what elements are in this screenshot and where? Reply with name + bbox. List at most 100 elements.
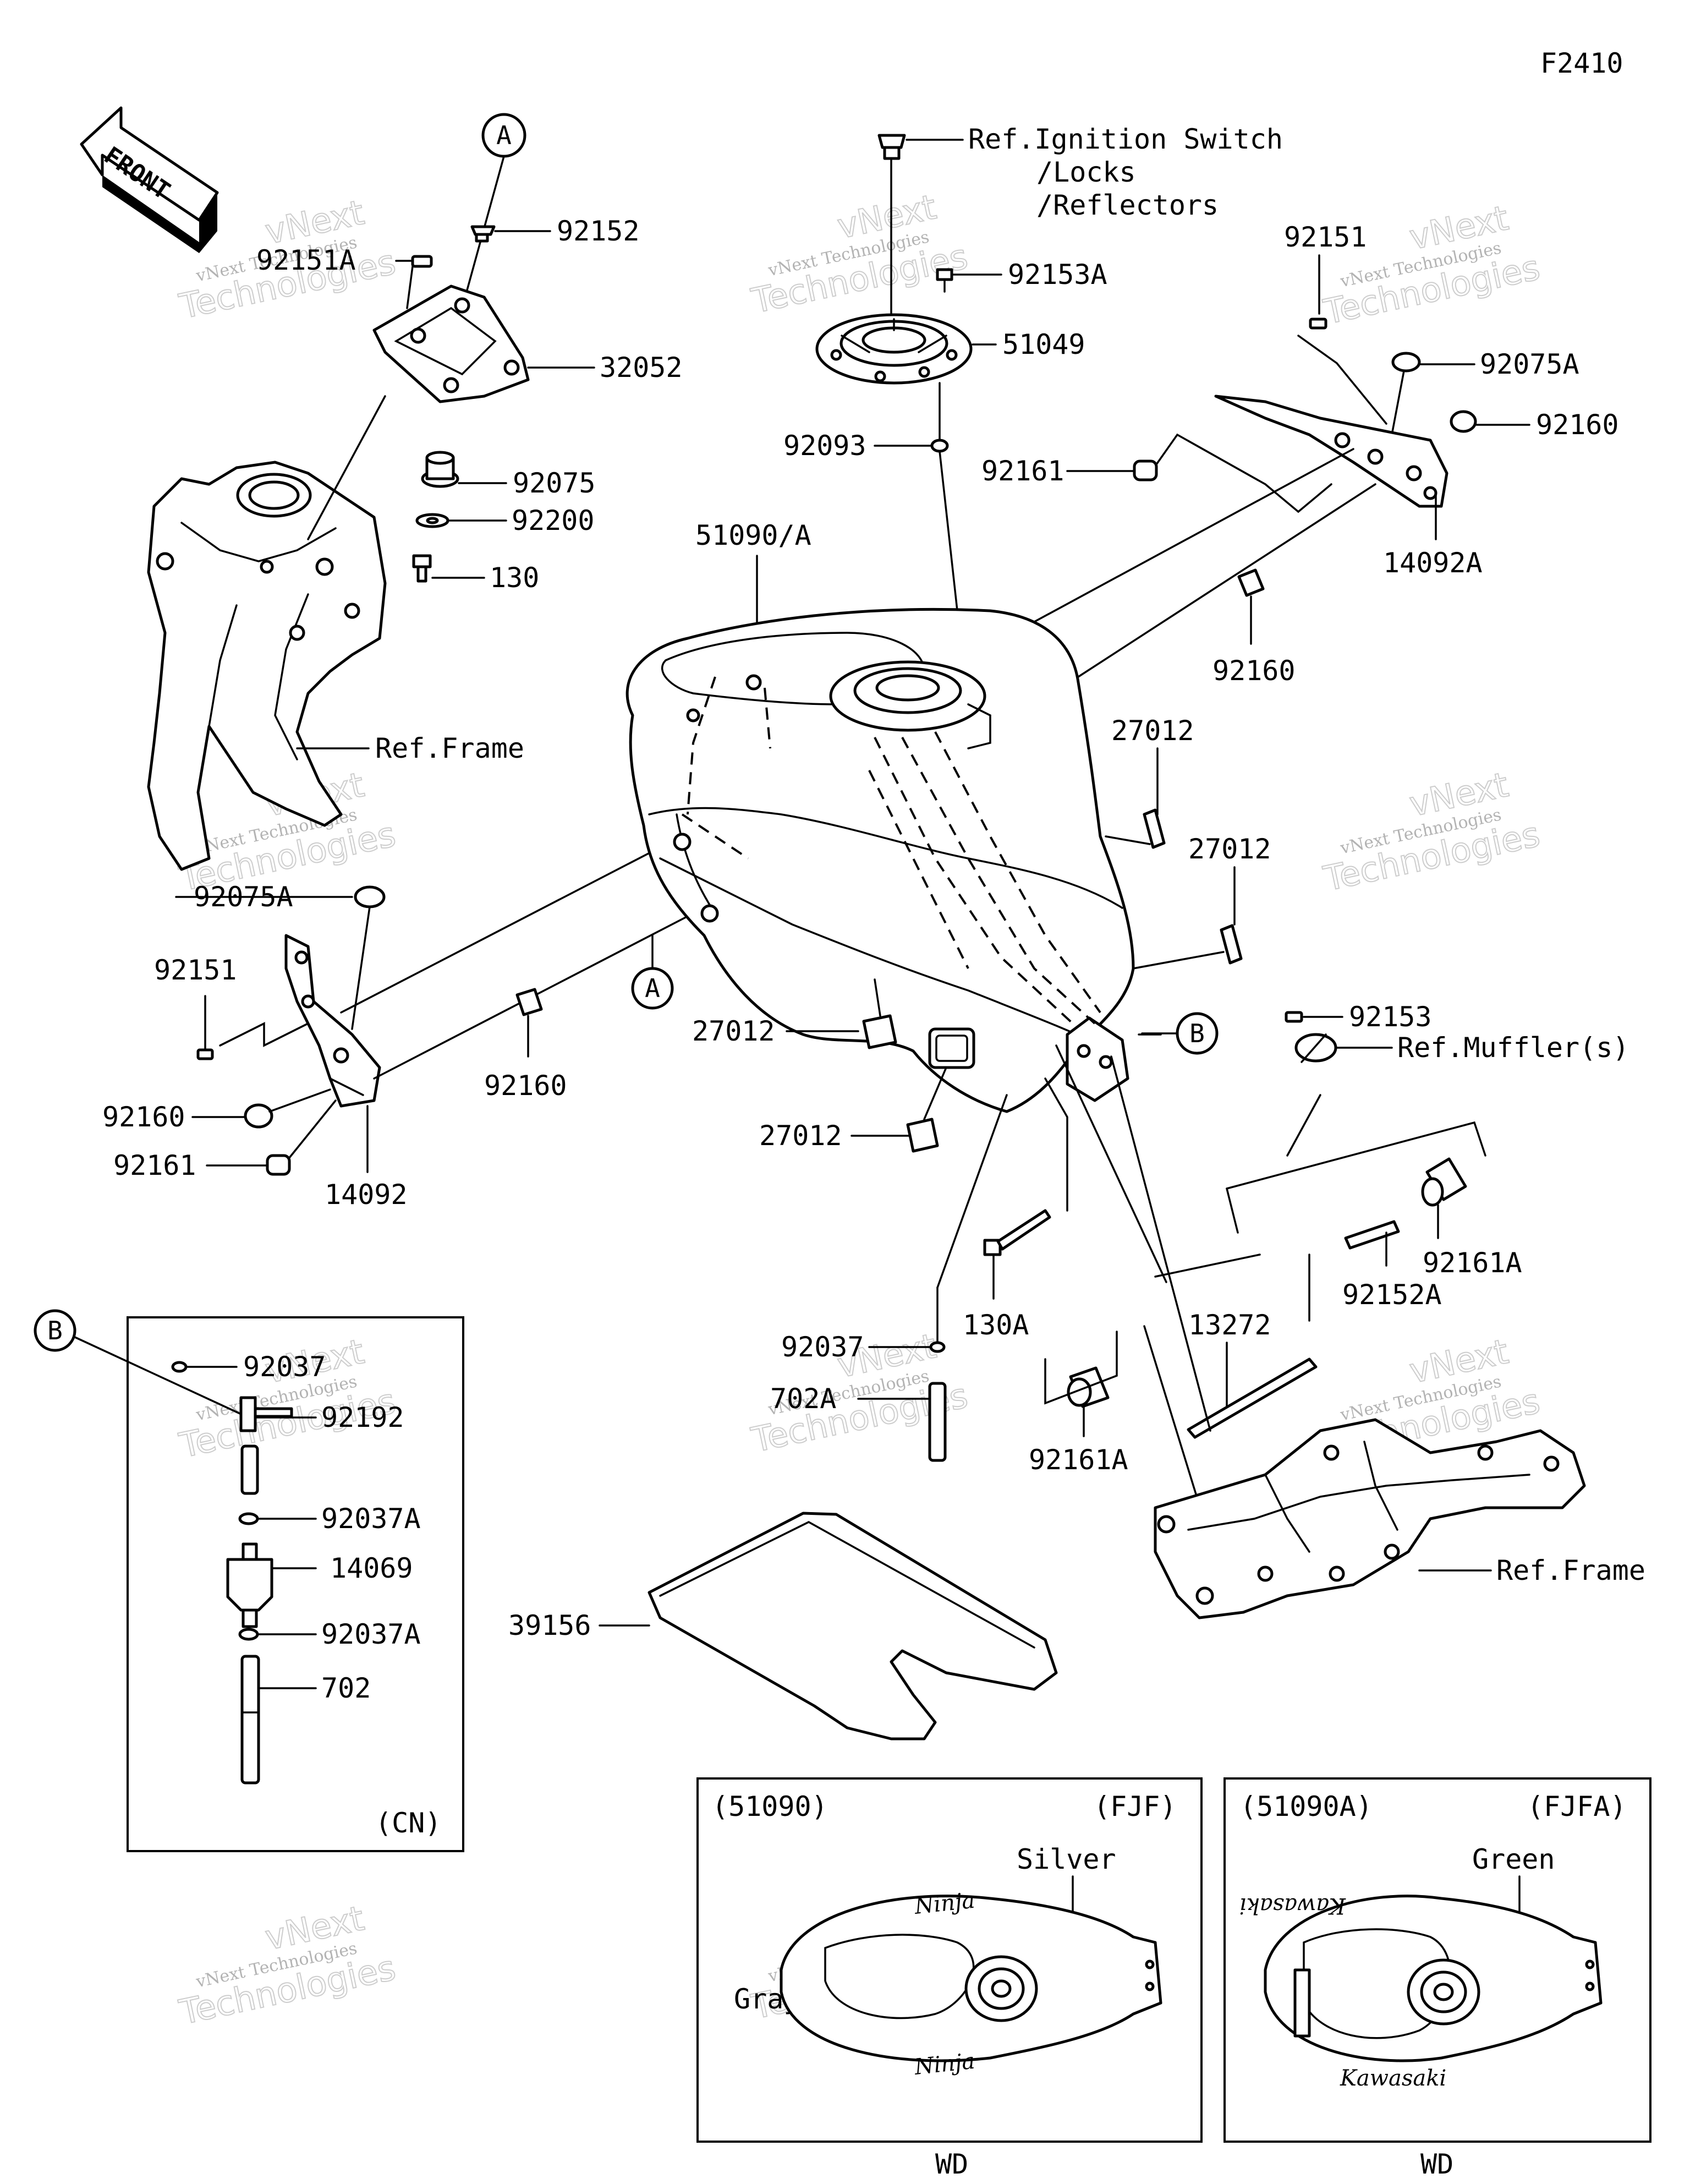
joint-92192 [239,1396,293,1432]
damper-92161A-a [1421,1157,1467,1207]
grommet-92160-left [244,1103,273,1129]
ref-ignition-switch: Ref.Ignition Switch [968,123,1283,155]
hose-702 [240,1655,260,1785]
color-panel-51090: (51090) (FJF) Silver Gray Ninja Ninja WD [696,1777,1203,2180]
grommet-92160-mid [515,988,543,1016]
callout-letter: B [1189,1019,1205,1048]
screw-92151A [406,255,433,309]
grommet-92075 [421,451,459,488]
screw-92153A [936,268,953,293]
part-label-27012-b: 27012 [1188,833,1271,865]
part-label-92161-right: 92161 [981,455,1065,487]
pad-39156 [648,1512,1058,1740]
screw-92151-right [1309,318,1327,330]
washer-92200 [415,513,449,528]
part-label-130A: 130A [963,1309,1029,1341]
damper-27012-d [906,1118,939,1153]
part-label-92160-right-low: 92160 [1212,655,1296,687]
part-label-92153: 92153 [1349,1001,1432,1033]
hose-702A [928,1382,947,1462]
part-label-92075A-right: 92075A [1480,348,1579,380]
part-label-702A: 702A [770,1383,836,1415]
part-label-702: 702 [321,1672,371,1704]
callout-a-bottom: A [631,934,674,1010]
grommet-92160-right-top [1450,410,1477,433]
callout-b-cn: B [34,1309,254,1421]
grommet-92161-left [266,1154,291,1176]
fuel-tank-51090 [625,607,1162,1113]
bolt-130 [412,554,432,583]
color-panel-51090A: (51090A) (FJFA) Green Kawasaki Kawasaki … [1223,1777,1651,2180]
part-label-92161-left: 92161 [113,1150,196,1181]
part-label-92161A-b: 92161A [1029,1444,1128,1476]
panel-color-code: (FJF) [1094,1791,1177,1822]
part-label-27012-a: 27012 [1111,715,1194,747]
part-label-92160-right-top: 92160 [1536,409,1619,441]
panel-color-code: (FJFA) [1527,1791,1627,1822]
ref-frame-right: Ref.Frame [1496,1554,1645,1586]
cap-92075A-right [1391,352,1421,373]
key-cylinder [877,134,906,160]
clamp-92037-mid [929,1341,946,1353]
clamp-92037A-b [238,1628,259,1641]
ref-muffler: Ref.Muffler(s) [1397,1032,1629,1064]
damper-27012-b [1220,924,1243,965]
damper-27012-c [862,1014,897,1049]
panel-footer-wd: WD [1420,2148,1453,2180]
front-arrow-icon: FRONT [80,106,219,253]
frame-front-section [147,461,387,871]
panel-color-silver: Silver [1017,1843,1116,1875]
part-label-92093: 92093 [783,430,866,462]
ref-reflectors: /Reflectors [1036,189,1219,221]
part-label-32052: 32052 [600,352,683,384]
part-label-92160-mid: 92160 [484,1070,567,1102]
pin-92152A [1344,1220,1400,1250]
grommet-92160-right-low [1237,568,1265,597]
part-label-92151-right: 92151 [1284,221,1367,253]
part-label-92200: 92200 [512,505,595,537]
decal-kawasaki-bottom: Kawasaki [1340,2066,1446,2091]
cn-box [127,1316,464,1852]
part-label-92075A-left: 92075A [194,881,293,913]
fuel-cap-51049 [815,313,973,385]
bolt-92152 [470,225,496,243]
part-label-92151-left: 92151 [154,954,237,986]
part-label-130: 130 [490,562,539,594]
bracket-14092 [284,934,381,1108]
cap-92075A-left [354,885,386,908]
decal-kawasaki-top: Kawasaki [1239,1893,1346,1918]
part-label-92037A-a: 92037A [321,1503,421,1535]
clamp-92037A-a [238,1512,259,1525]
callout-letter: A [645,973,660,1003]
ref-locks: /Locks [1036,156,1136,188]
part-label-92151A: 92151A [256,244,356,276]
part-label-92037A-b: 92037A [321,1618,421,1650]
part-label-14092A: 14092A [1383,547,1483,579]
hose-box-short [240,1444,259,1495]
frame-rear-section [1154,1418,1586,1619]
part-label-27012-c: 27012 [692,1015,775,1047]
part-label-92152A: 92152A [1342,1279,1442,1311]
grommet-92161-right [1133,459,1158,481]
part-label-92161A-a: 92161A [1423,1247,1522,1279]
callout-letter: B [47,1316,63,1345]
screw-92151-left [196,995,214,1060]
panel-footer-wd: WD [935,2148,968,2180]
callout-a-top: A [461,113,526,309]
oring-92093 [930,439,949,453]
part-label-92192: 92192 [321,1402,404,1433]
cn-label: (CN) [375,1807,441,1839]
part-label-14069: 14069 [330,1552,413,1584]
cushion-13272 [1187,1358,1318,1439]
part-label-13272: 13272 [1188,1309,1271,1341]
clip-muffler [1294,1033,1337,1063]
panel-part-code: (51090A) [1240,1791,1373,1822]
panel-color-green: Green [1472,1843,1555,1875]
part-label-27012-d: 27012 [759,1120,842,1152]
callout-letter: A [496,121,512,150]
part-label-51049: 51049 [1002,329,1085,360]
part-label-92075: 92075 [513,467,596,499]
callout-b-mid: B [1141,1012,1219,1055]
screw-92153 [1285,1011,1303,1023]
